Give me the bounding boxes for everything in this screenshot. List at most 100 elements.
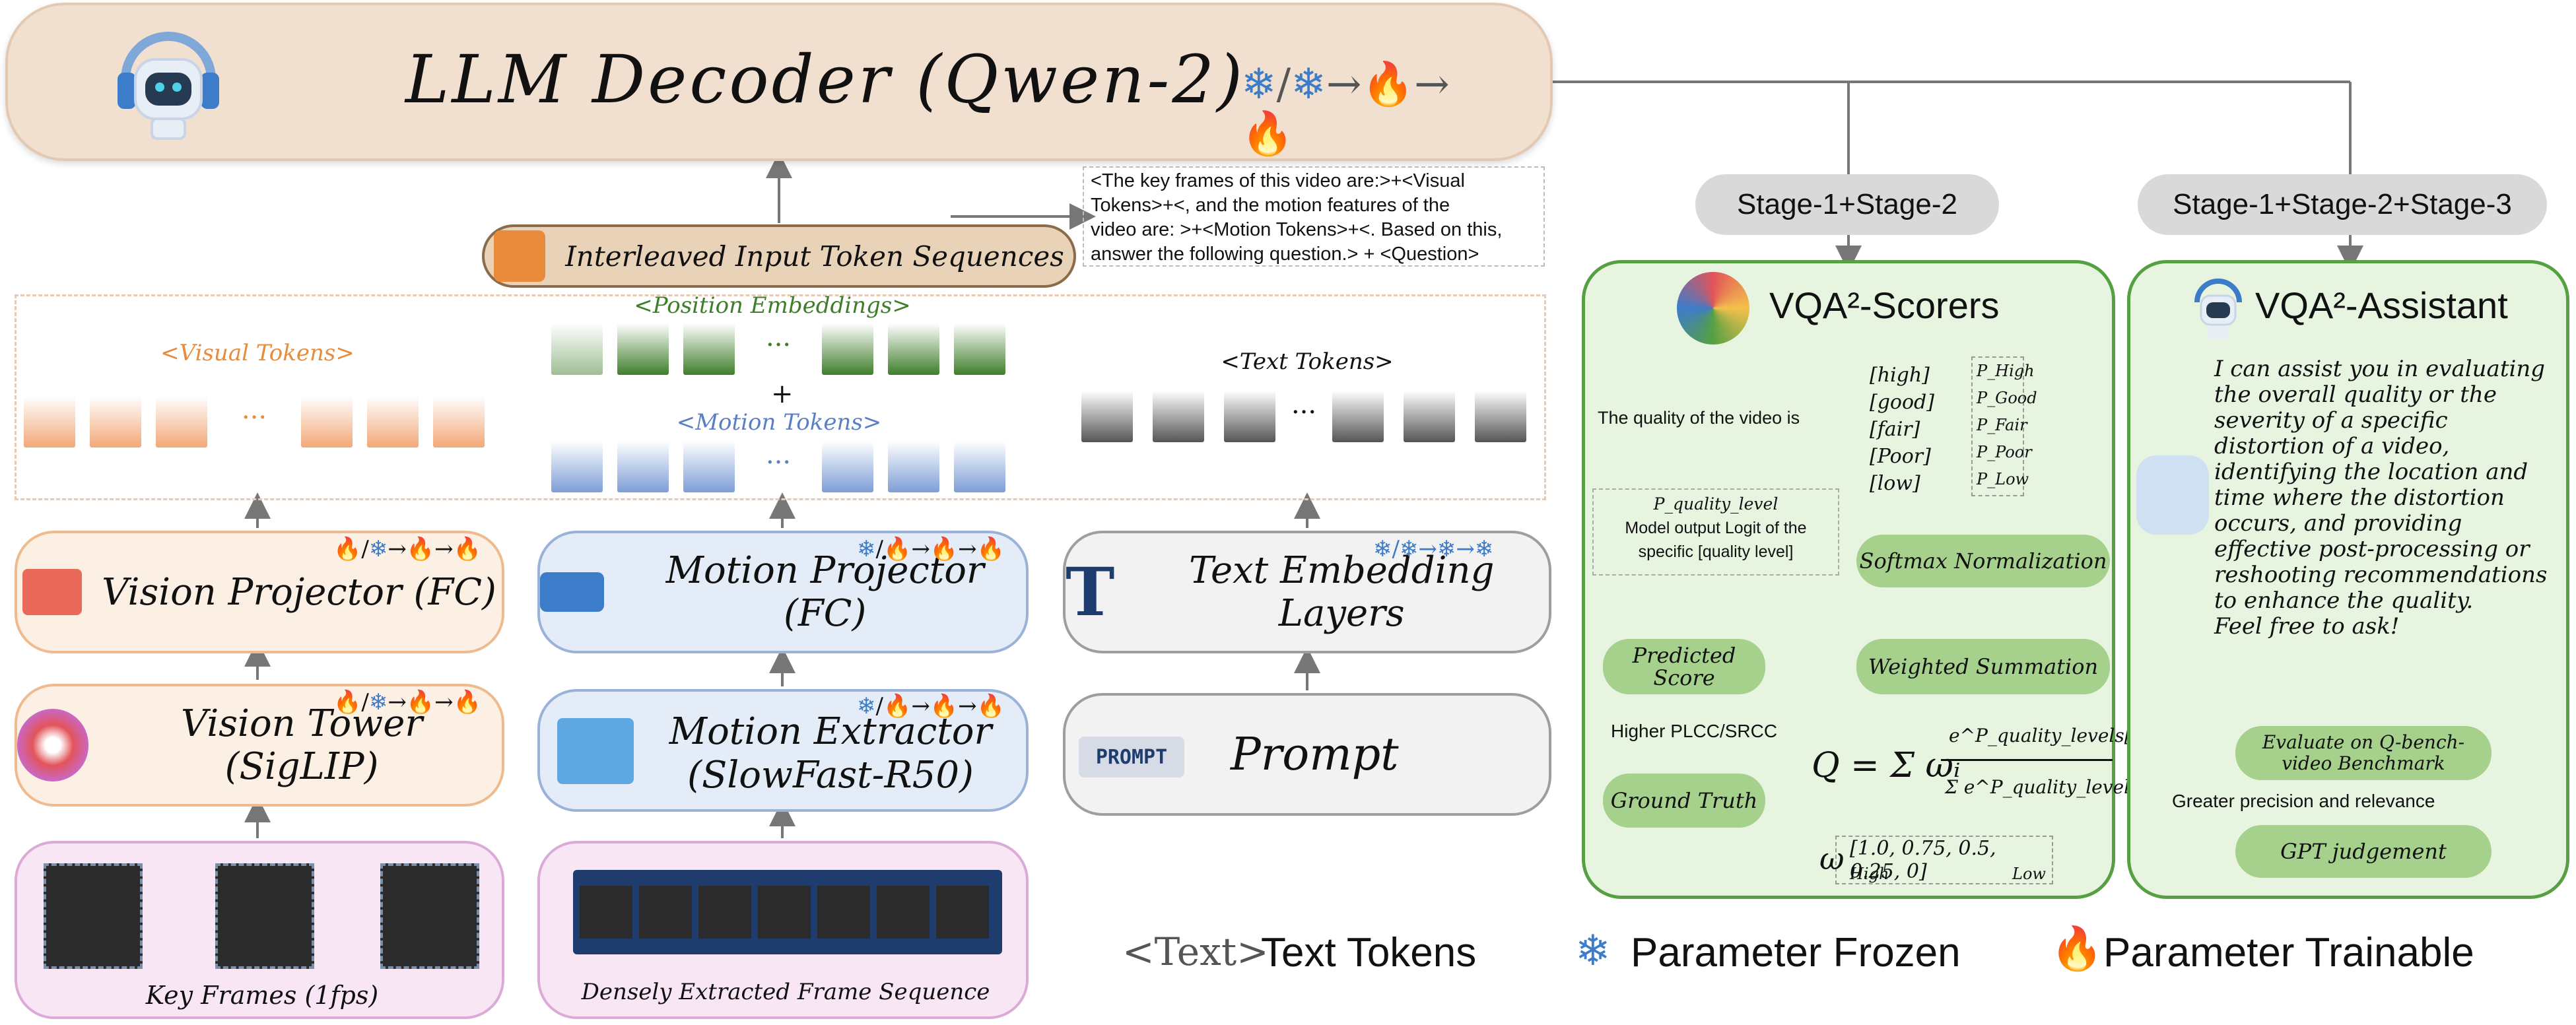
position-token-row: ··· xyxy=(551,323,1027,378)
assistant-message: I can assist you in evaluating the overa… xyxy=(2214,356,2571,640)
text-token xyxy=(1475,391,1526,442)
motion-extractor-label: Motion Extractor xyxy=(669,710,992,753)
eye-icon xyxy=(17,709,89,781)
probability: P_Good xyxy=(1977,389,2037,407)
logit-symbol: P_quality_level xyxy=(1653,494,1779,513)
eval-label: video Benchmark xyxy=(2282,752,2445,774)
predicted-label: Score xyxy=(1653,665,1715,690)
key-frames-box: Key Frames (1fps) xyxy=(15,841,504,1019)
text-embedding-label: Text Embedding Layers xyxy=(1188,549,1495,635)
assistant-line: I can assist you in evaluating xyxy=(2214,356,2546,382)
text-token xyxy=(1153,391,1204,442)
template-line: <The key frames of this video are:>+<Vis… xyxy=(1091,170,1465,191)
snowflake-icon: ❄ xyxy=(1291,60,1326,109)
position-token xyxy=(888,323,939,375)
motion-tokens-label: <Motion Tokens> xyxy=(676,409,882,436)
text-embedding-box: T Text Embedding Layers xyxy=(1063,531,1551,653)
dense-frames-box: Densely Extracted Frame Sequence xyxy=(537,841,1029,1019)
vision-tower-label: Vision Tower (SigLIP) xyxy=(180,702,423,788)
quality-levels: [high] [good] [fair] [Poor] [low] xyxy=(1870,362,1946,497)
legend-text-symbol: <Text> xyxy=(1122,929,1269,974)
dense-frames-label: Densely Extracted Frame Sequence xyxy=(581,979,990,1005)
formula-lhs: Q = Σ ωᵢ xyxy=(1812,746,1961,785)
assistant-line: Feel free to ask! xyxy=(2214,613,2400,640)
quality-level: [Poor] xyxy=(1870,445,1931,468)
assistant-line: reshooting recommendations xyxy=(2214,562,2548,588)
visual-token-row: ··· xyxy=(24,396,499,450)
visual-tokens-label: <Visual Tokens> xyxy=(160,340,355,366)
prompt-box: PROMPT Prompt xyxy=(1063,693,1551,816)
text-token xyxy=(1224,391,1275,442)
scorers-title: VQA²-Scorers xyxy=(1769,284,2000,326)
film-strip xyxy=(573,870,1002,954)
probability: P_Low xyxy=(1977,470,2029,488)
motion-extractor-sublabel: (SlowFast-R50) xyxy=(687,754,974,797)
llm-decoder-title: LLM Decoder (Qwen-2) xyxy=(405,40,1245,118)
weights-box: ω [1.0, 0.75, 0.5, 0.25, 0] High Low xyxy=(1819,836,2053,884)
plus-sign: + xyxy=(771,379,794,409)
text-type-icon: T xyxy=(1066,553,1115,631)
low-label: Low xyxy=(2012,865,2046,883)
probability: P_High xyxy=(1977,362,2035,380)
quality-level: [low] xyxy=(1870,472,1920,495)
high-label: High xyxy=(1850,865,1889,883)
ellipsis: ··· xyxy=(1291,397,1317,428)
vision-projector-box: Vision Projector (FC) xyxy=(15,531,504,653)
running-monitor-icon xyxy=(557,718,634,784)
assistant-line: to enhance the quality. xyxy=(2214,587,2474,614)
position-token xyxy=(683,323,735,375)
prompt-icon: PROMPT xyxy=(1079,737,1184,777)
assistant-line: severity of a specific xyxy=(2214,407,2448,434)
text-token xyxy=(1332,391,1384,442)
trainable-frozen-status: 🔥/❄→🔥→🔥 xyxy=(333,689,481,715)
softmax-pill: Softmax Normalization xyxy=(1856,535,2110,587)
evaluate-benchmark-pill: Evaluate on Q-bench-video Benchmark xyxy=(2235,726,2491,780)
visual-token xyxy=(367,396,419,447)
ellipsis: ··· xyxy=(242,403,267,433)
text-token xyxy=(1081,391,1133,442)
position-token xyxy=(822,323,873,375)
ellipsis: ··· xyxy=(766,330,792,360)
stage-1-2-pill: Stage-1+Stage-2 xyxy=(1695,174,1999,235)
legend-frozen: Parameter Frozen xyxy=(1631,930,1961,975)
omega-symbol: ω xyxy=(1819,841,1845,876)
visual-token xyxy=(90,396,141,447)
formula-denominator: Σ e^P_quality_levels[i] xyxy=(1945,776,2160,798)
motion-token xyxy=(683,441,735,492)
visual-token xyxy=(301,396,353,447)
vision-projector-label: Vision Projector (FC) xyxy=(102,570,496,614)
ground-truth-pill: Ground Truth xyxy=(1603,774,1765,828)
assistant-line: distortion of a video, xyxy=(2214,433,2450,459)
ellipsis: ··· xyxy=(766,447,792,478)
text-tokens-label: <Text Tokens> xyxy=(1221,348,1394,375)
template-line: Tokens>+<, and the motion features of th… xyxy=(1091,195,1450,216)
logit-desc: Model output Logit of the xyxy=(1625,519,1807,537)
quality-level: [high] xyxy=(1870,364,1930,387)
logit-desc: specific [quality level] xyxy=(1638,543,1794,561)
puzzle-icon xyxy=(494,230,546,282)
token-area xyxy=(15,294,1546,500)
interleaved-label: Interleaved Input Token Sequences xyxy=(565,240,1064,273)
visual-token xyxy=(433,396,485,447)
assistant-line: time where the distortion xyxy=(2214,484,2505,511)
quality-sentence: The quality of the video is xyxy=(1598,408,1800,428)
logit-note: P_quality_level Model output Logit of th… xyxy=(1592,488,1839,576)
higher-plcc-srcc: Higher PLCC/SRCC xyxy=(1611,721,1778,741)
llm-decoder-bar xyxy=(5,3,1553,161)
visual-token xyxy=(24,396,75,447)
key-frame-image xyxy=(380,863,479,969)
projector-icon xyxy=(540,572,605,612)
key-frame-image xyxy=(215,863,314,969)
template-line: answer the following question.> + <Quest… xyxy=(1091,244,1479,265)
quality-level: [fair] xyxy=(1870,418,1920,441)
visual-token xyxy=(156,396,207,447)
interleaved-token-sequences-box: Interleaved Input Token Sequences xyxy=(482,224,1076,288)
flame-icon: 🔥 xyxy=(1241,110,1294,158)
motion-extractor-box: Motion Extractor (SlowFast-R50) xyxy=(537,689,1029,812)
motion-token xyxy=(822,441,873,492)
text-token xyxy=(1404,391,1455,442)
frozen-to-trainable-status: ❄/❄→🔥→🔥 xyxy=(1241,60,1450,158)
motion-token-row: ··· xyxy=(551,441,1027,495)
position-token xyxy=(551,323,603,375)
